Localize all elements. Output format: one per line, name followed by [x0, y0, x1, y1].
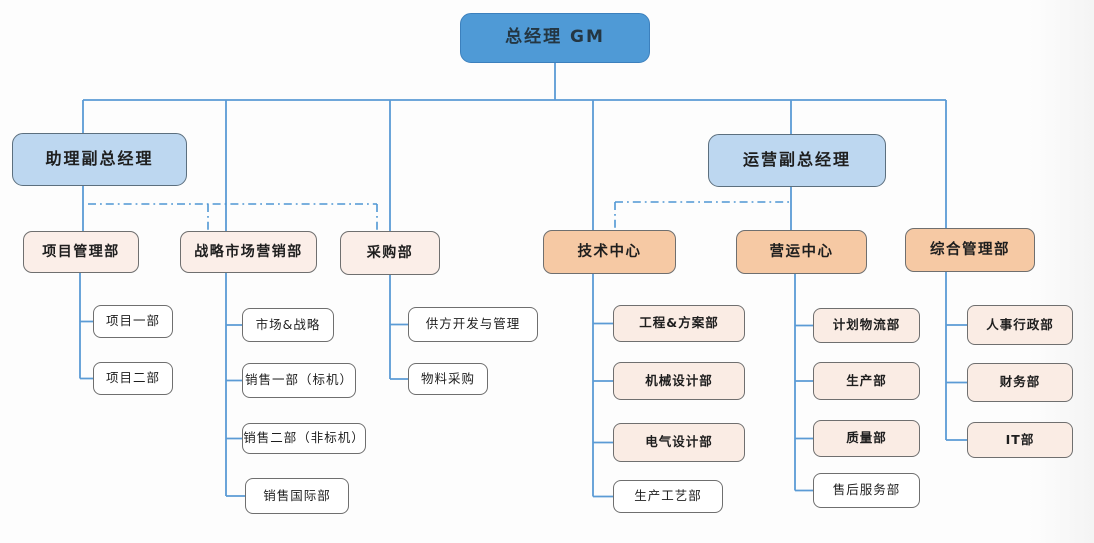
dotted-reporting-lines — [88, 201, 791, 230]
node-project-dept-1: 项目一部 — [93, 305, 173, 338]
node-after-sales-service-dept: 售后服务部 — [813, 473, 920, 508]
node-strategic-marketing-dept: 战略市场营销部 — [180, 231, 317, 273]
node-general-manager: 总经理 GM — [460, 13, 650, 63]
node-operations-center: 营运中心 — [736, 230, 867, 274]
node-general-administration-dept: 综合管理部 — [905, 228, 1035, 272]
node-hr-admin-dept: 人事行政部 — [967, 305, 1073, 345]
node-sales-dept-2: 销售二部（非标机） — [242, 423, 366, 454]
node-supplier-development: 供方开发与管理 — [408, 307, 538, 342]
node-operations-deputy-gm: 运营副总经理 — [708, 134, 886, 187]
node-production-dept: 生产部 — [813, 362, 920, 400]
node-mechanical-design-dept: 机械设计部 — [613, 362, 745, 400]
node-finance-dept: 财务部 — [967, 363, 1073, 402]
node-production-process-dept: 生产工艺部 — [613, 480, 723, 513]
node-quality-dept: 质量部 — [813, 420, 920, 457]
node-market-strategy: 市场&战略 — [242, 308, 334, 342]
node-procurement-dept: 采购部 — [340, 231, 440, 275]
node-engineering-solutions-dept: 工程&方案部 — [613, 305, 745, 342]
node-electrical-design-dept: 电气设计部 — [613, 423, 745, 462]
node-sales-dept-1: 销售一部（标机） — [242, 363, 356, 398]
node-assistant-deputy-gm: 助理副总经理 — [12, 133, 187, 186]
node-project-management-dept: 项目管理部 — [23, 231, 139, 273]
node-it-dept: IT部 — [967, 422, 1073, 458]
node-technology-center: 技术中心 — [543, 230, 676, 274]
node-international-sales-dept: 销售国际部 — [245, 478, 349, 514]
solid-connectors — [79, 63, 967, 498]
node-material-procurement: 物料采购 — [408, 363, 488, 395]
node-project-dept-2: 项目二部 — [93, 362, 173, 395]
node-planning-logistics-dept: 计划物流部 — [813, 308, 920, 343]
